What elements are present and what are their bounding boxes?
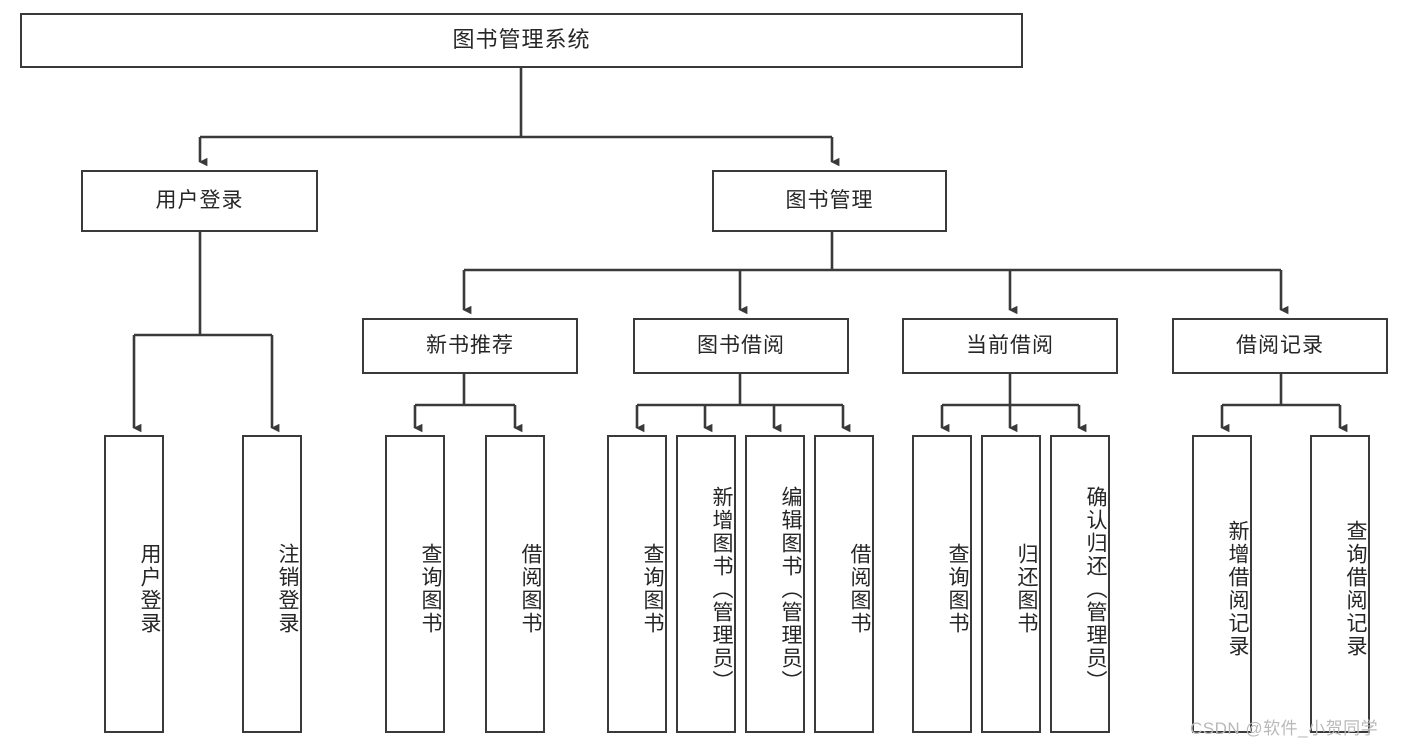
node-label: 借阅图书 xyxy=(519,543,542,635)
node-current-borrow[interactable]: 当前借阅 xyxy=(902,318,1118,374)
node-label: 借阅记录 xyxy=(1236,334,1324,358)
leaf-logout[interactable]: 注销登录 xyxy=(242,435,302,733)
leaf-user-login[interactable]: 用户登录 xyxy=(104,435,164,733)
leaf-query-book-current[interactable]: 查询图书 xyxy=(912,435,972,733)
leaf-confirm-return-admin[interactable]: 确认归还（管理员） xyxy=(1050,435,1110,733)
leaf-query-borrow-record[interactable]: 查询借阅记录 xyxy=(1310,435,1370,733)
node-label: 当前借阅 xyxy=(966,334,1054,358)
watermark: CSDN @软件_小贺同学 xyxy=(1190,719,1379,738)
node-user-login[interactable]: 用户登录 xyxy=(81,170,318,232)
node-label: 查询图书 xyxy=(419,543,442,635)
leaf-edit-book-admin[interactable]: 编辑图书（管理员） xyxy=(745,435,805,733)
node-label: 查询图书 xyxy=(641,543,664,635)
node-label: 注销登录 xyxy=(276,543,299,635)
node-label: 图书借阅 xyxy=(697,334,785,358)
node-label: 新增借阅记录 xyxy=(1226,520,1249,658)
node-label: 确认归还（管理员） xyxy=(1084,485,1107,693)
node-label: 查询借阅记录 xyxy=(1344,520,1367,658)
node-label: 用户登录 xyxy=(155,189,244,213)
node-label: 编辑图书（管理员） xyxy=(779,485,802,693)
node-label: 用户登录 xyxy=(138,543,161,635)
node-label: 图书管理系统 xyxy=(452,27,591,53)
node-label: 查询图书 xyxy=(946,543,969,635)
node-label: 借阅图书 xyxy=(848,543,871,635)
node-label: 新增图书（管理员） xyxy=(710,485,733,693)
node-label: 归还图书 xyxy=(1015,543,1038,635)
leaf-add-book-admin[interactable]: 新增图书（管理员） xyxy=(676,435,736,733)
leaf-query-book-recommend[interactable]: 查询图书 xyxy=(385,435,445,733)
leaf-query-book-borrow[interactable]: 查询图书 xyxy=(607,435,667,733)
node-book-borrow[interactable]: 图书借阅 xyxy=(633,318,849,374)
node-book-management[interactable]: 图书管理 xyxy=(712,170,947,232)
node-label: 新书推荐 xyxy=(426,334,514,358)
leaf-add-borrow-record[interactable]: 新增借阅记录 xyxy=(1192,435,1252,733)
leaf-return-book[interactable]: 归还图书 xyxy=(981,435,1041,733)
node-label: 图书管理 xyxy=(785,189,874,213)
node-borrow-record[interactable]: 借阅记录 xyxy=(1172,318,1388,374)
node-root-system[interactable]: 图书管理系统 xyxy=(20,13,1023,68)
leaf-borrow-book[interactable]: 借阅图书 xyxy=(814,435,874,733)
node-new-book-recommend[interactable]: 新书推荐 xyxy=(362,318,578,374)
leaf-borrow-book-recommend[interactable]: 借阅图书 xyxy=(485,435,545,733)
